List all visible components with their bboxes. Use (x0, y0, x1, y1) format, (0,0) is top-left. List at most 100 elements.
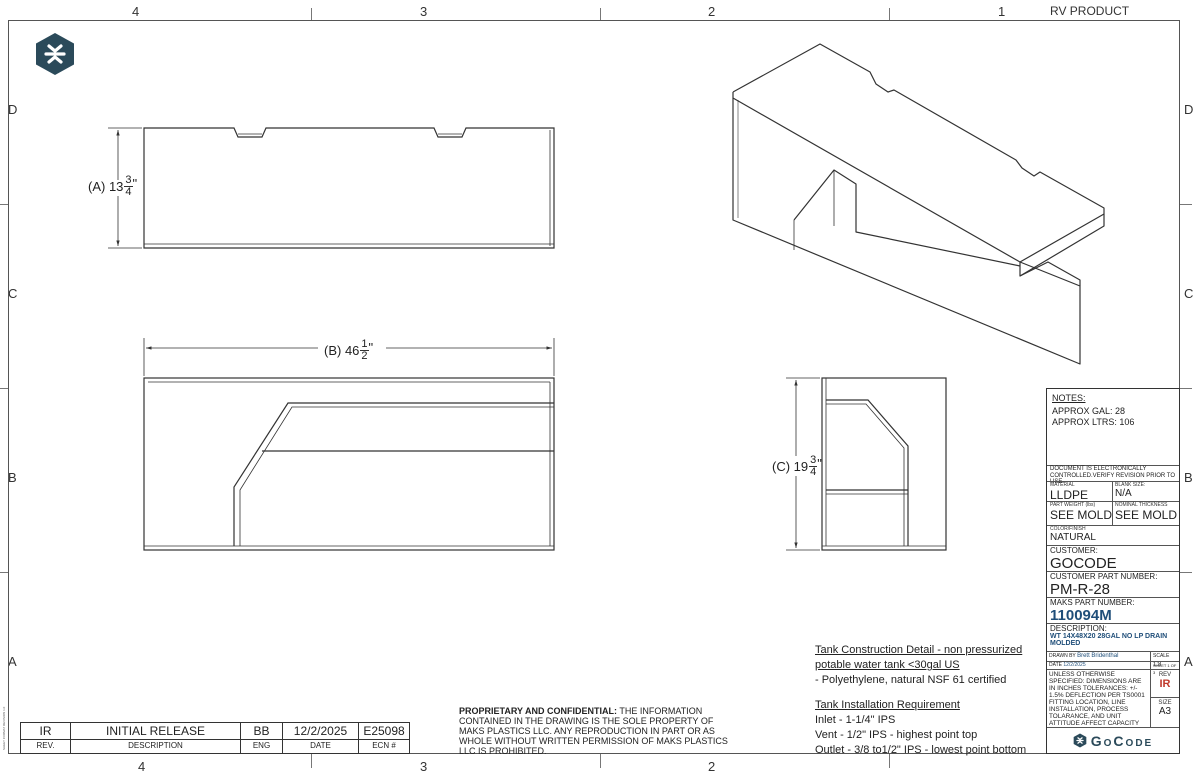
dimension-b-label: (B) 46 1 2 " (324, 336, 373, 364)
customer-part-value: PM-R-28 (1050, 581, 1111, 598)
material-label: MATERIAL (1050, 482, 1075, 488)
install-title: Tank Installation Requirement (815, 699, 960, 711)
customer-label: CUSTOMER: (1050, 546, 1098, 555)
approx-ltrs-label: APPROX LTRS: (1052, 417, 1117, 427)
description-value: WT 14X48X20 28GAL NO LP DRAIN MOLDED (1050, 633, 1168, 647)
drawn-by-label: DRAWN BY (1049, 653, 1076, 659)
dimension-a-value: (A) 13 (88, 178, 124, 194)
sheet-cell: SHEET 1 OF 3 (1151, 661, 1179, 675)
zone-label-a-left: A (8, 654, 17, 669)
customer-part-cell: CUSTOMER PART NUMBER: PM-R-28 (1047, 571, 1179, 598)
zone-tick (1180, 572, 1192, 573)
blank-size-cell: BLANK SIZE: N/A (1113, 481, 1179, 501)
drawing-border (8, 20, 1180, 754)
customer-part-label: CUSTOMER PART NUMBER: (1050, 572, 1158, 581)
gocode-logo-icon (36, 33, 74, 75)
zone-label-d-left: D (8, 102, 18, 117)
proprietary-text: THE INFORMATION CONTAINED IN THE DRAWING… (459, 706, 728, 756)
color-value: NATURAL (1050, 532, 1096, 543)
proprietary-bold: PROPRIETARY AND CONFIDENTIAL: (459, 706, 618, 716)
doc-control: DOCUMENT IS ELECTRONICALLY CONTROLLED.VE… (1047, 465, 1179, 485)
revision-ecn-value: E25098 (363, 724, 405, 738)
revision-rev-header: REV. (36, 741, 55, 750)
dimension-b-numerator: 1 (360, 337, 369, 351)
dimension-a-fraction: 3 4 (124, 173, 133, 198)
part-weight-label: PART WEIGHT (lbs) (1050, 502, 1096, 508)
approx-gal-label: APPROX GAL: (1052, 406, 1113, 416)
maks-part-cell: MAKS PART NUMBER: 110094M (1047, 597, 1179, 624)
install-inlet: Inlet - 1-1/4" IPS (815, 714, 896, 726)
zone-tick (311, 8, 312, 20)
construction-title: Tank Construction Detail - non pressuriz… (815, 644, 1023, 671)
dimension-b-fraction: 1 2 (360, 337, 369, 362)
revision-eng-header: ENG (252, 741, 271, 750)
zone-label-c-right: C (1184, 286, 1194, 301)
revision-col-rev: IR REV. (21, 723, 71, 753)
rev-value: IR (1159, 678, 1171, 690)
dimension-c-fraction: 3 4 (809, 454, 818, 478)
zone-label-b-right: B (1184, 470, 1193, 485)
maks-part-label: MAKS PART NUMBER: (1050, 598, 1135, 607)
material-value: LLDPE (1050, 488, 1089, 502)
approx-ltrs-value: 106 (1119, 417, 1135, 427)
dimension-a-denominator: 4 (125, 185, 132, 198)
zone-label-3-bottom: 3 (420, 759, 428, 774)
zone-tick (311, 754, 312, 768)
construction-line: - Polyethylene, natural NSF 61 certified (815, 674, 1007, 686)
approx-gal-value: 28 (1115, 406, 1126, 416)
nominal-thickness-value: SEE MOLD (1115, 508, 1178, 522)
revision-ecn-header: ECN # (372, 741, 396, 750)
title-block: NOTES: APPROX GAL: 28 APPROX LTRS: 106 D… (1046, 388, 1180, 754)
nominal-thickness-label: NOMINAL THICKNESS (1115, 502, 1168, 508)
blank-size-value: N/A (1115, 488, 1132, 499)
gocode-mark-icon (1073, 733, 1087, 748)
drawn-by-cell: DRAWN BY Brett Bridenthal (1047, 651, 1151, 661)
scale-value: 1:8 (1153, 662, 1162, 668)
revision-col-ecn: E25098 ECN # (359, 723, 409, 753)
revision-col-description: INITIAL RELEASE DESCRIPTION (71, 723, 241, 753)
drawn-by-value: Brett Bridenthal (1077, 653, 1119, 659)
install-vent: Vent - 1/2" IPS - highest point top (815, 729, 978, 741)
sheet-value: 1 OF 3 (1153, 663, 1177, 675)
material-cell: MATERIAL LLDPE (1047, 481, 1113, 502)
side-view (821, 377, 947, 551)
zone-label-2-top: 2 (708, 4, 716, 19)
description-label: DESCRIPTION: (1050, 624, 1107, 633)
size-cell: SIZE A3 (1151, 697, 1179, 727)
zone-tick (600, 8, 601, 20)
approx-gal: APPROX GAL: 28 (1052, 406, 1125, 416)
zone-label-d-right: D (1184, 102, 1194, 117)
dimension-c-denominator: 4 (810, 465, 817, 478)
date-cell: DATE 12/2/2025 (1047, 661, 1151, 669)
part-weight-cell: PART WEIGHT (lbs) SEE MOLD (1047, 501, 1113, 525)
zone-label-a-right: A (1184, 654, 1193, 669)
brand-name: GoCode (1090, 732, 1154, 749)
size-label: SIZE (1158, 700, 1172, 706)
blank-size-label: BLANK SIZE: (1115, 482, 1146, 488)
revision-description-value: INITIAL RELEASE (106, 724, 205, 738)
notes-label: NOTES: (1052, 393, 1086, 403)
sheet-label: SHEET (1153, 663, 1167, 668)
install-outlet: Outlet - 3/8 to1/2" IPS - lowest point b… (815, 744, 1027, 756)
color-label: COLOR/FINISH (1050, 526, 1086, 532)
revision-date-value: 12/2/2025 (293, 724, 348, 738)
dimension-c-label: (C) 19 3 4 " (772, 452, 822, 480)
revision-col-eng: BB ENG (241, 723, 283, 753)
revision-table: IR REV. INITIAL RELEASE DESCRIPTION BB E… (20, 722, 410, 754)
zone-tick (0, 572, 8, 573)
top-view (143, 127, 555, 249)
scale-label: SCALE (1153, 653, 1170, 659)
zone-tick (889, 8, 890, 20)
front-view (143, 377, 555, 551)
scale-cell: SCALE 1:8 (1151, 651, 1179, 668)
part-weight-value: SEE MOLD (1050, 508, 1113, 522)
dimension-c-value: (C) 19 (772, 458, 809, 474)
product-label: RV PRODUCT (1050, 4, 1130, 18)
dimension-a-numerator: 3 (124, 173, 133, 187)
dimension-b-value: (B) 46 (324, 342, 360, 358)
tolerance-note: UNLESS OTHERWISE SPECIFIED: DIMENSIONS A… (1047, 669, 1151, 727)
rev-cell: REV IR (1151, 669, 1179, 697)
revision-eng-value: BB (253, 724, 270, 738)
zone-tick (600, 754, 601, 768)
size-value: A3 (1158, 706, 1172, 717)
